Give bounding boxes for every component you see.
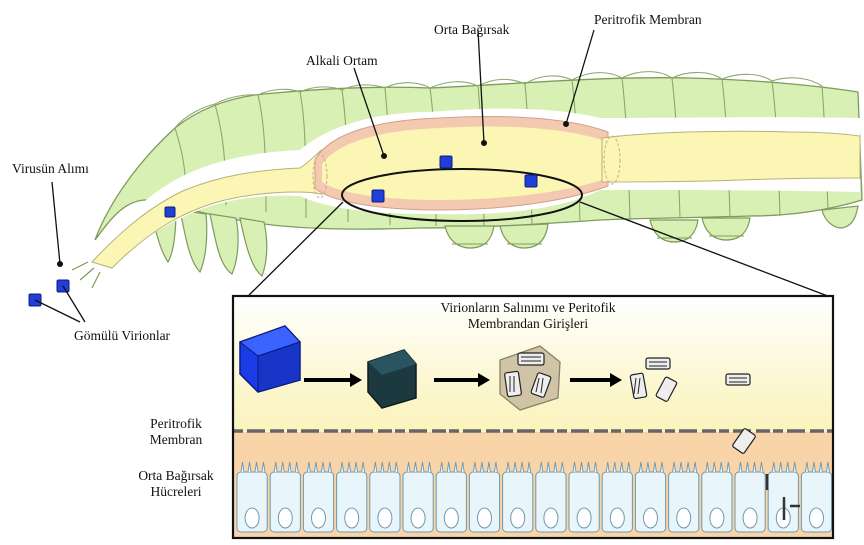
virion-icon xyxy=(372,190,384,202)
label-virion-release: Virionların Salınımı ve Peritofik Membra… xyxy=(408,300,648,332)
cell-nucleus xyxy=(345,508,359,528)
label-peritrophic-membrane-side-line1: Peritrofik xyxy=(130,416,222,432)
virion-icon xyxy=(165,207,175,217)
hindgut xyxy=(602,131,860,182)
cell-nucleus xyxy=(743,508,757,528)
cell-nucleus xyxy=(312,508,326,528)
cell-nucleus xyxy=(478,508,492,528)
mouth-parts xyxy=(72,262,100,288)
cell-nucleus xyxy=(710,508,724,528)
virion-icon xyxy=(525,175,537,187)
cell-nucleus xyxy=(245,508,259,528)
label-midgut-cells-line1: Orta Bağırsak xyxy=(120,468,232,484)
cell-nucleus xyxy=(544,508,558,528)
larva-feet xyxy=(452,236,744,244)
label-midgut: Orta Bağırsak xyxy=(434,22,509,38)
cell-nucleus xyxy=(677,508,691,528)
label-virion-release-line1: Virionların Salınımı ve Peritofik xyxy=(408,300,648,316)
label-alkaline-medium: Alkali Ortam xyxy=(306,53,378,69)
cell-nucleus xyxy=(378,508,392,528)
cell-nucleus xyxy=(444,508,458,528)
cell-nucleus xyxy=(278,508,292,528)
cell-nucleus xyxy=(511,508,525,528)
cell-nucleus xyxy=(610,508,624,528)
label-virus-uptake: Virusün Alımı xyxy=(12,161,89,177)
inset-panel xyxy=(233,296,833,538)
label-peritrophic-membrane-side-line2: Membran xyxy=(130,432,222,448)
label-peritrophic-membrane-top: Peritrofik Membran xyxy=(594,12,702,28)
cell-nucleus xyxy=(810,508,824,528)
larva xyxy=(72,72,862,288)
label-virion-release-line2: Membrandan Girişleri xyxy=(408,316,648,332)
label-peritrophic-membrane-side: Peritrofik Membran xyxy=(130,416,222,448)
virion-icon xyxy=(440,156,452,168)
label-embedded-virions: Gömülü Virionlar xyxy=(74,328,170,344)
cell-nucleus xyxy=(644,508,658,528)
label-midgut-cells-line2: Hücreleri xyxy=(120,484,232,500)
cell-nucleus xyxy=(411,508,425,528)
cell-nucleus xyxy=(577,508,591,528)
label-midgut-cells: Orta Bağırsak Hücreleri xyxy=(120,468,232,500)
